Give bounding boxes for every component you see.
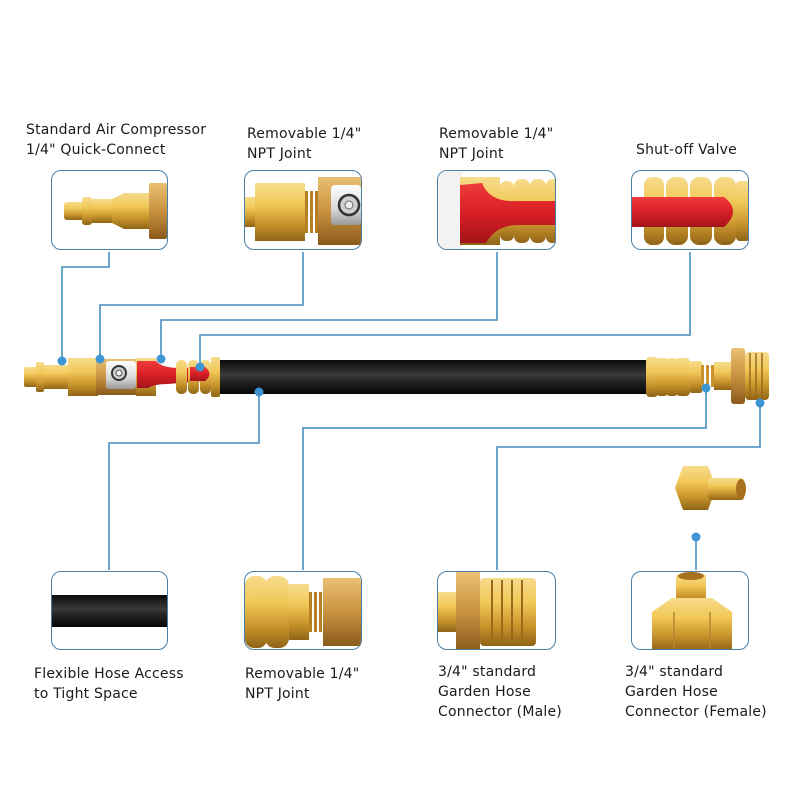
line-npt-joint-3 (302, 385, 707, 570)
npt-joint-2-image (438, 171, 555, 249)
dot-shutoff-valve (195, 362, 205, 372)
female-adapter-loose (675, 466, 746, 510)
shutoff-valve-image (632, 177, 748, 245)
line-npt-joint-1 (99, 252, 304, 358)
thumb-npt-joint-3 (244, 571, 362, 650)
label-npt-joint-2: Removable 1/4" NPT Joint (439, 126, 554, 162)
dot-garden-male (755, 398, 765, 408)
garden-male-image (438, 572, 536, 649)
garden-hex (731, 348, 745, 404)
line-npt-joint-2 (160, 252, 498, 358)
label-garden-female: 3/4" standard Garden Hose Connector (Fem… (625, 664, 767, 720)
label-garden-male: 3/4" standard Garden Hose Connector (Mal… (438, 664, 562, 720)
dot-quick-connect (57, 356, 67, 366)
thumb-shutoff-valve (631, 170, 749, 250)
label-npt-joint-1: Removable 1/4" NPT Joint (247, 126, 362, 162)
dot-garden-female (691, 532, 701, 542)
npt-joint-3-image (245, 576, 361, 648)
line-quick-connect (61, 252, 110, 360)
garden-female-image (652, 572, 732, 649)
thumb-flexible-hose (51, 571, 168, 650)
callout-dots (57, 354, 765, 542)
thumb-npt-joint-1 (244, 170, 362, 250)
line-garden-male (496, 405, 761, 570)
flexible-hose-image (52, 595, 167, 627)
qc-hex (68, 358, 98, 396)
dot-npt-joint-1 (95, 354, 105, 364)
thumb-garden-male (437, 571, 556, 650)
line-shutoff-valve (199, 252, 691, 366)
label-quick-connect: Standard Air Compressor 1/4" Quick-Conne… (26, 122, 207, 158)
black-hose (220, 360, 648, 394)
quick-connect-image (64, 183, 167, 239)
main-assembly (24, 348, 769, 404)
label-flexible-hose: Flexible Hose Access to Tight Space (34, 666, 184, 702)
dot-npt-joint-3 (701, 383, 711, 393)
dot-flexible-hose (254, 387, 264, 397)
line-flexible-hose (108, 395, 260, 570)
thumb-npt-joint-2 (437, 170, 556, 250)
label-npt-joint-3: Removable 1/4" NPT Joint (245, 666, 360, 702)
label-shutoff-valve: Shut-off Valve (636, 142, 737, 158)
npt-joint-1-image (245, 177, 361, 245)
thumb-garden-female (631, 571, 749, 650)
connector-lines (61, 252, 761, 570)
thumb-quick-connect (51, 170, 168, 250)
dot-npt-joint-2 (156, 354, 166, 364)
